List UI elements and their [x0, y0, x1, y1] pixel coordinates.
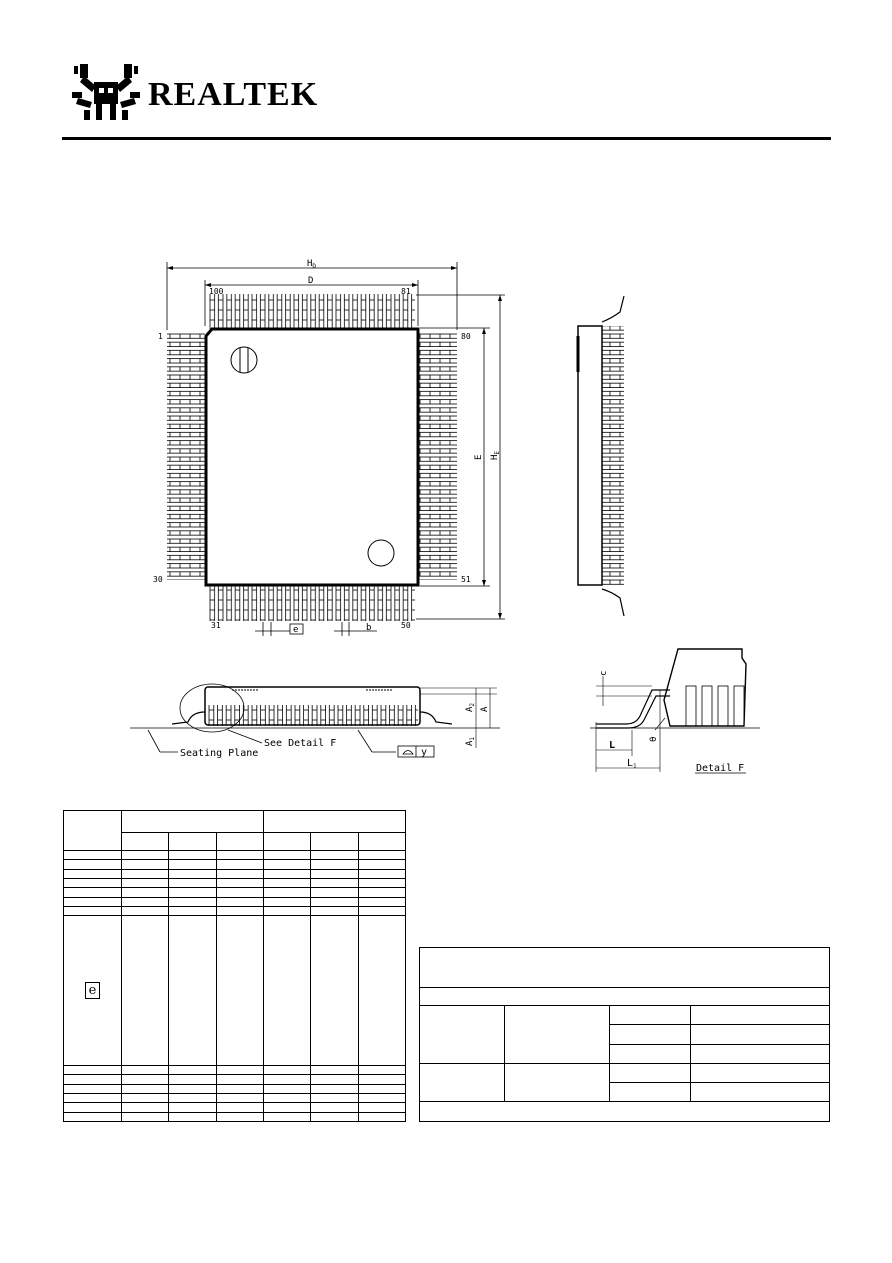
table-row: [63, 906, 407, 917]
dim-a-label: A: [480, 706, 490, 712]
table-header-group-1: [121, 810, 264, 833]
table-header-symbol: [63, 810, 122, 851]
dimension-table: e: [63, 810, 407, 1123]
seating-plane-label: Seating Plane: [180, 748, 258, 759]
table-row: [63, 1102, 407, 1113]
table-row: [63, 1074, 407, 1085]
row-symbol-e: e: [63, 915, 122, 1066]
dim-a1-label: A1: [465, 737, 476, 746]
dim-e-label: E: [474, 455, 484, 460]
pin-81-label: 81: [401, 287, 411, 296]
table-row: [63, 1083, 407, 1094]
table-row: [63, 849, 407, 861]
dim-a2-label: A2: [465, 703, 476, 712]
table-row: e: [63, 915, 407, 1066]
ejector-mark-icon: [367, 539, 395, 567]
dim-hd-label: HD: [307, 259, 316, 270]
flatness-y-label: y: [421, 747, 427, 758]
pin-1-label: 1: [158, 332, 163, 341]
notes-subtitle-cell: [419, 987, 830, 1007]
table-row: [63, 859, 407, 870]
package-body-outline: [204, 327, 420, 587]
table-row: [63, 878, 407, 889]
notes-table: [419, 946, 830, 1123]
table-row: [63, 896, 407, 908]
top-pins: [167, 294, 457, 621]
dim-l1-label: L1: [627, 758, 637, 770]
table-row: [63, 1111, 407, 1123]
dim-c-label: c: [599, 671, 609, 676]
pitch-e-label: e: [293, 625, 298, 635]
dim-theta-label: θ: [649, 737, 659, 742]
brand-name: REALTEK: [148, 76, 319, 113]
pin-31-label: 31: [211, 621, 221, 630]
table-row: [63, 1064, 407, 1076]
pin-100-label: 100: [209, 287, 224, 296]
header-rule: [62, 137, 831, 140]
dim-d-label: D: [308, 276, 313, 286]
end-view: [576, 295, 625, 617]
pin-80-label: 80: [461, 332, 471, 341]
realtek-logo-icon: [72, 64, 140, 120]
table-row: [63, 887, 407, 898]
notes-title-cell: [419, 946, 830, 989]
pin-30-label: 30: [153, 575, 163, 584]
detail-f: [590, 648, 760, 774]
lead-b-label: b: [366, 623, 371, 633]
see-detail-label: See Detail F: [264, 738, 336, 749]
pin-51-label: 51: [461, 575, 471, 584]
table-header-group-2: [262, 810, 407, 833]
pin-50-label: 50: [401, 621, 411, 630]
dim-l-label: L: [609, 740, 615, 751]
detail-f-title: Detail F: [696, 763, 744, 774]
package-drawing: HD D 100 81 80 1 30 51 31 50 e b E HE: [130, 259, 760, 774]
table-row: [63, 868, 407, 880]
dim-he-label: HE: [490, 451, 501, 460]
side-view: [130, 683, 500, 758]
pin1-marker-icon: [230, 346, 258, 374]
table-row: [63, 1092, 407, 1104]
